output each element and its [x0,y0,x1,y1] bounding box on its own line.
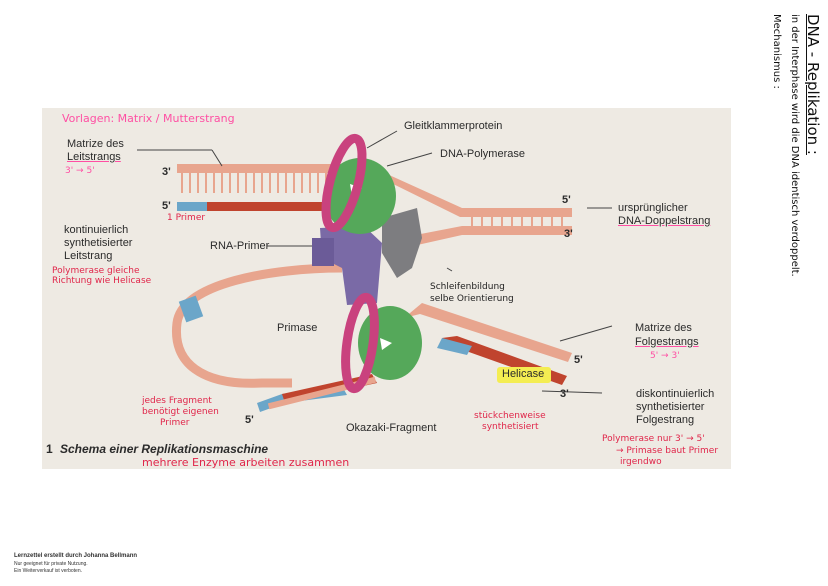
hw-primase-baut: → Primase baut Primer [616,446,719,456]
hw-irgendwo: irgendwo [620,457,662,467]
label-synthetisierter2: synthetisierter [636,401,705,413]
label-primase: Primase [277,322,318,334]
hw-fragment-1: jedes Fragment [142,396,212,406]
label-synthetisierter: synthetisierter [64,237,133,249]
hw-stueck-1: stückchenweise [474,411,546,421]
label-leitstrang2: Leitstrang [64,250,113,262]
hw-fragment-2: benötigt eigenen [142,407,219,417]
hw-vorlagen: Vorlagen: Matrix / Mutterstrang [62,112,235,125]
label-kontinuierlich: kontinuierlich [64,224,129,236]
label-3prime-folge: 3' [560,388,569,400]
hw-fragment-3: Primer [160,418,190,428]
hw-stueck-2: synthetisiert [482,422,539,432]
hw-richtung: Richtung wie Helicase [52,276,152,286]
hw-schleife-1: Schleifenbildung [430,282,505,292]
leader-lines [137,130,613,394]
replication-diagram [137,130,613,412]
textbook-figure-photo: Gleitklammerprotein DNA-Polymerase Matri… [42,108,731,469]
hw-folge-direction: 5' → 3' [650,351,680,361]
label-3prime-right: 3' [564,228,573,240]
footer-note-1: Nur geeignet für private Nutzung. [14,561,88,567]
hw-leit-direction: 3' → 5' [65,166,95,176]
notes-line-2: Mechanismus : [771,14,782,89]
notes-line-1: in der Interphase wird die DNA identisch… [789,14,800,277]
hw-polymerase-gleiche: Polymerase gleiche [52,266,140,276]
lower-clamp [341,292,379,394]
leading-strand-new [177,202,342,211]
notes-title: DNA - Replikation : [804,14,822,155]
label-urspruenglicher: ursprünglicher [618,202,688,214]
label-3prime-top: 3' [162,166,171,178]
label-5prime-bottom: 5' [245,414,254,426]
caption-number: 1 [46,442,53,456]
original-double-strand [377,174,572,248]
label-folgestrangs: Folgestrangs [635,336,699,348]
hw-enzyme: mehrere Enzyme arbeiten zusammen [142,456,350,469]
helicase-shape [382,208,422,278]
label-rna-primer: RNA-Primer [210,240,270,252]
helicase-highlight [497,367,551,383]
label-folgestrang: Folgestrang [636,414,695,426]
leading-strand-template [177,164,342,193]
primase-complex [312,226,382,305]
label-5prime-right: 5' [562,194,571,206]
label-5prime-top: 5' [162,200,171,212]
label-doppelstrang: DNA-Doppelstrang [618,215,711,227]
lagging-strand-loop [171,263,343,388]
label-helicase: Helicase [502,368,545,380]
label-gleitklammer: Gleitklammerprotein [404,120,503,132]
hw-schleife-2: selbe Orientierung [430,294,514,304]
hw-primer: 1 Primer [167,213,206,223]
label-diskontinuierlich: diskontinuierlich [636,388,715,400]
label-matrize-leit: Matrize des [67,138,124,150]
label-5prime-folge: 5' [574,354,583,366]
upper-clamp [321,133,367,233]
label-okazaki: Okazaki-Fragment [346,422,437,434]
footer-author: Lernzettel erstellt durch Johanna Bellma… [14,553,138,559]
figure-caption: Schema einer Replikationsmaschine [60,442,269,456]
label-matrize-folge: Matrize des [635,322,692,334]
label-leitstrang: Leitstrangs [67,151,121,163]
hw-polymerase-nur: Polymerase nur 3' → 5' [602,434,705,444]
footer-note-2: Ein Weiterverkauf ist verboten. [14,568,82,574]
label-dna-polymerase: DNA-Polymerase [440,148,525,160]
